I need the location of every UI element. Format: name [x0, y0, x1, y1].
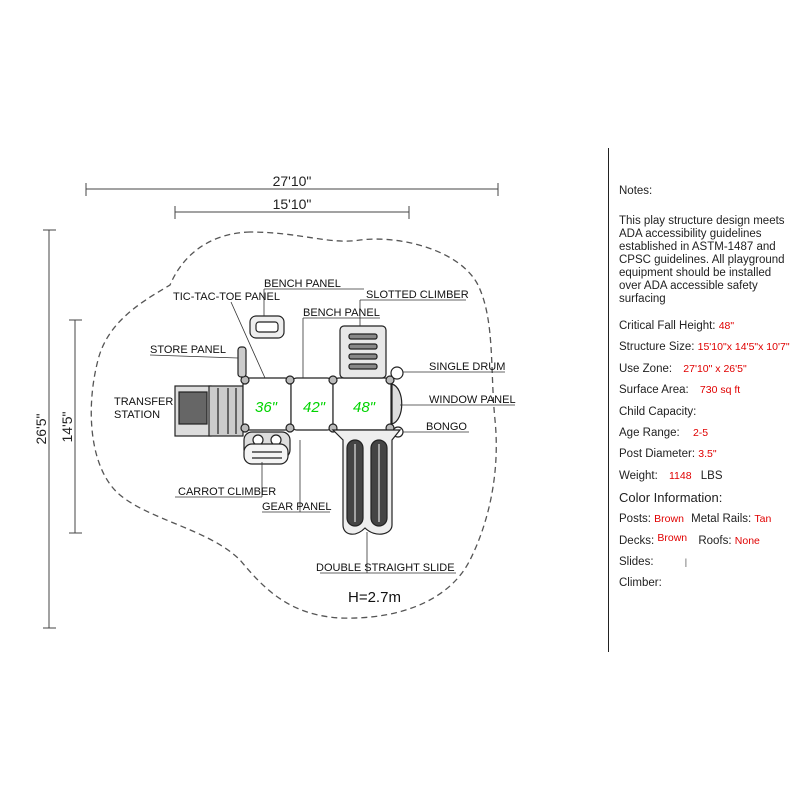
height-label: H=2.7m: [348, 589, 401, 606]
playground-plan-drawing: 27'10" 15'10" 26'5" 14'5": [33, 173, 516, 629]
deck-height-36: 36": [255, 399, 278, 416]
notes-title: Notes:: [619, 185, 653, 197]
spec-post-diameter: Post Diameter: 3.5": [619, 448, 717, 461]
dimension-structure-width: [174, 206, 410, 219]
label-station: STATION: [114, 409, 160, 421]
dimension-overall-width: [85, 183, 499, 196]
deck-height-48: 48": [353, 399, 376, 416]
label-double-straight-slide: DOUBLE STRAIGHT SLIDE: [316, 562, 455, 574]
leader-lines: [149, 288, 515, 574]
double-straight-slide: [331, 429, 402, 535]
deck-height-42: 42": [303, 399, 326, 416]
color-decks-roofs: Decks: Brown Roofs: None: [619, 531, 760, 547]
single-drum: [390, 366, 404, 380]
dimension-structure-depth: [69, 319, 82, 534]
spec-use-zone: Use Zone: 27'10" x 26'5": [619, 362, 747, 375]
color-climber: Climber:: [619, 577, 662, 590]
spec-surface-area: Surface Area: 730 sq ft: [619, 384, 741, 397]
label-gear-panel: GEAR PANEL: [262, 501, 332, 513]
spec-child-capacity: Child Capacity:: [619, 405, 697, 418]
spec-structure-size: Structure Size: 15'10"x 14'5"x 10'7": [619, 341, 790, 354]
label-bongo: BONGO: [426, 421, 467, 433]
carrot-climber: [243, 443, 289, 465]
notes-panel: Notes: This play structure design meets …: [619, 185, 795, 599]
notes-body: This play structure design meets ADA acc…: [619, 215, 785, 305]
spec-critical-fall-height: Critical Fall Height: 48": [619, 320, 735, 332]
overall-depth-label: 26'5": [33, 413, 49, 444]
structure-width-label: 15'10": [273, 196, 312, 212]
label-bench-panel-mid: BENCH PANEL: [303, 307, 380, 319]
label-transfer: TRANSFER: [114, 396, 173, 408]
label-slotted-climber: SLOTTED CLIMBER: [366, 289, 469, 301]
label-bench-panel-top: BENCH PANEL: [264, 278, 341, 290]
label-tic-tac-toe-panel: TIC-TAC-TOE PANEL: [173, 291, 280, 303]
play-structure: [174, 315, 404, 535]
color-info-heading: Color Information:: [619, 490, 723, 506]
spec-age-range: Age Range: 2-5: [619, 426, 709, 439]
label-store-panel: STORE PANEL: [150, 344, 226, 356]
window-panel: [391, 383, 403, 425]
label-single-drum: SINGLE DRUM: [429, 361, 505, 373]
dimension-overall-depth: [43, 229, 56, 629]
spec-weight: Weight: 1148 LBS: [619, 469, 723, 482]
label-carrot-climber: CARROT CLIMBER: [178, 486, 276, 498]
label-window-panel: WINDOW PANEL: [429, 394, 516, 406]
transfer-steps: [208, 385, 244, 437]
color-slides: Slides: |: [619, 555, 688, 568]
vertical-divider: [608, 148, 609, 652]
store-panel: [237, 346, 247, 378]
structure-depth-label: 14'5": [59, 411, 75, 442]
color-posts-rails: Posts: Brown Metal Rails: Tan: [619, 513, 772, 526]
use-zone-boundary: [90, 231, 497, 619]
overall-width-label: 27'10": [273, 173, 312, 189]
